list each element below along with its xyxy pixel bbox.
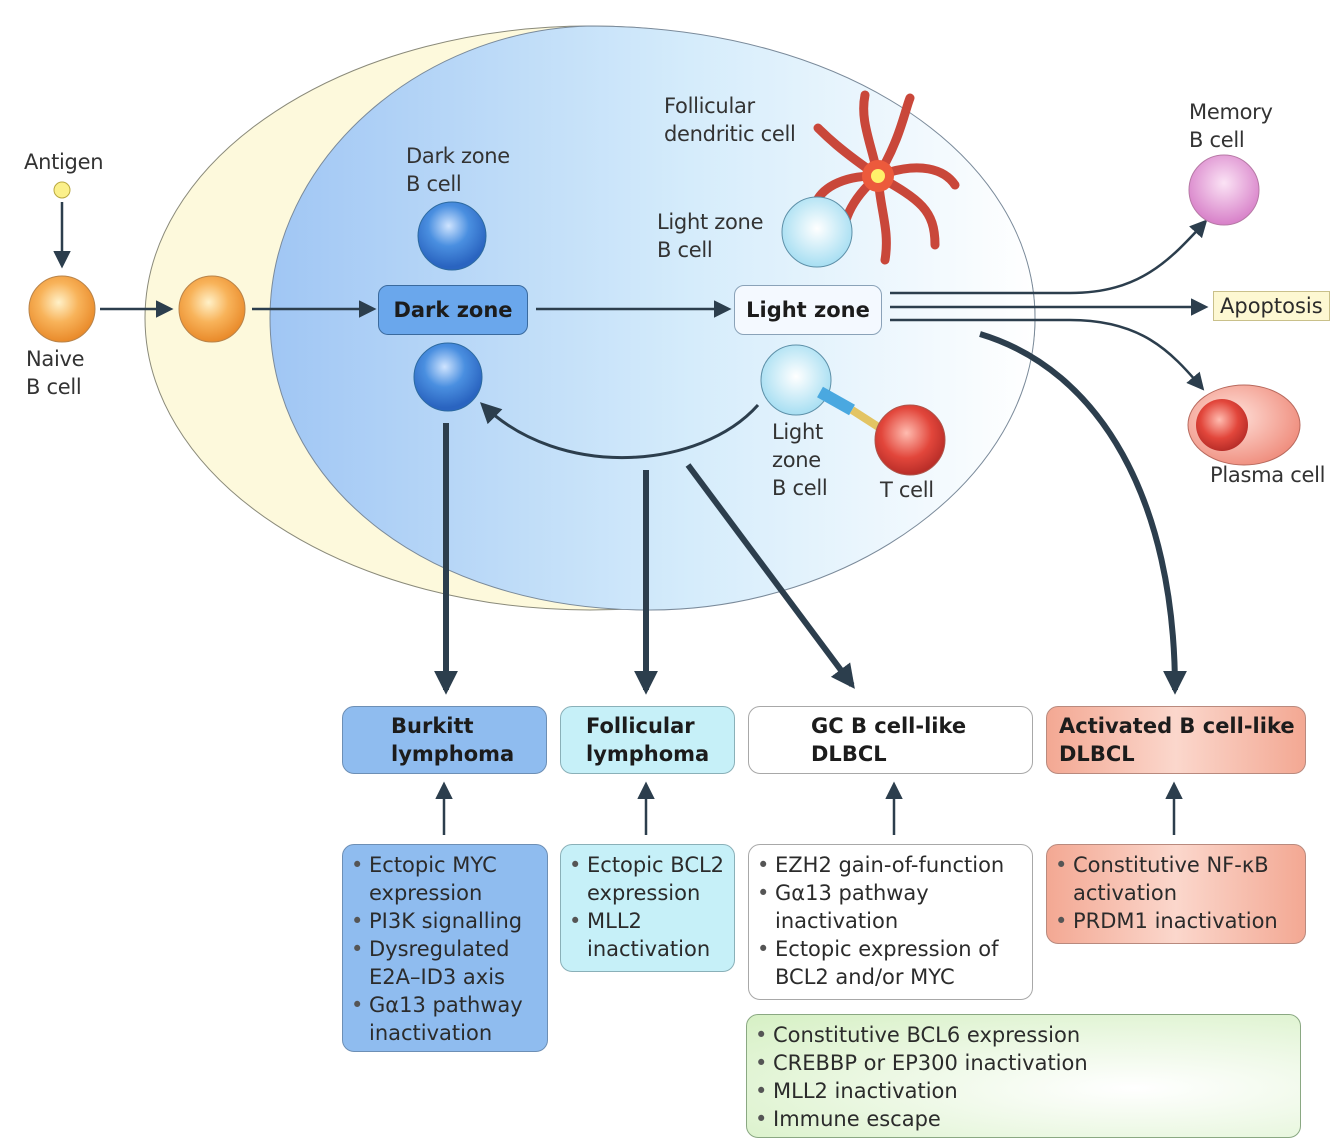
antigen-label: Antigen xyxy=(24,150,104,174)
shared-feature-item: CREBBP or EP300 inactivation xyxy=(751,1049,1296,1077)
antigen-icon xyxy=(53,181,71,199)
germinal-centre xyxy=(269,25,1036,611)
light-zone-b-cell-label: Light zone B cell xyxy=(772,420,828,500)
dark-zone-b-cell-label: Dark zone B cell xyxy=(406,144,510,196)
gcb-features-box: EZH2 gain-of-function Gα13 pathway inact… xyxy=(748,844,1033,1000)
naive-b-cell-icon xyxy=(28,275,96,343)
abc-features-box: Constitutive NF-κB activation PRDM1 inac… xyxy=(1046,844,1306,944)
feature-item: Constitutive NF-κB activation xyxy=(1051,851,1301,907)
feature-item: Gα13 pathway inactivation xyxy=(347,991,543,1047)
feature-item: Gα13 pathway inactivation xyxy=(753,879,1028,935)
follicular-features-box: Ectopic BCL2 expression MLL2 inactivatio… xyxy=(560,844,735,972)
memory-b-cell-label: Memory B cell xyxy=(1189,100,1273,152)
naive-b-cell-label: Naive B cell xyxy=(26,347,85,399)
abc-dlbcl-title: Activated B cell-like DLBCL xyxy=(1059,714,1295,766)
light-zone-b-cell-icon xyxy=(760,344,832,416)
feature-item: Ectopic MYC expression xyxy=(347,851,543,907)
shared-feature-item: Immune escape xyxy=(751,1105,1296,1133)
dark-zone-b-cell-icon xyxy=(417,201,487,271)
feature-item: PRDM1 inactivation xyxy=(1051,907,1301,935)
gcb-dlbcl-box: GC B cell-like DLBCL xyxy=(748,706,1033,774)
activated-b-cell-icon xyxy=(178,275,246,343)
apoptosis-label: Apoptosis xyxy=(1213,291,1330,321)
burkitt-features-box: Ectopic MYC expression PI3K signalling D… xyxy=(342,844,548,1052)
burkitt-lymphoma-box: Burkitt lymphoma xyxy=(342,706,547,774)
gcb-dlbcl-title: GC B cell-like DLBCL xyxy=(811,714,967,766)
feature-item: EZH2 gain-of-function xyxy=(753,851,1028,879)
dark-zone-b-cell-icon xyxy=(413,342,483,412)
follicular-lymphoma-title: Follicular lymphoma xyxy=(586,714,710,766)
plasma-cell-label: Plasma cell xyxy=(1210,463,1326,487)
follicular-dendritic-cell-label: Follicular dendritic cell xyxy=(664,94,796,146)
feature-item: MLL2 inactivation xyxy=(565,907,730,963)
light-zone-b-cell-label: Light zone B cell xyxy=(657,210,764,262)
feature-item: PI3K signalling xyxy=(347,907,543,935)
shared-features-box: Constitutive BCL6 expression CREBBP or E… xyxy=(746,1014,1301,1138)
shared-feature-item: Constitutive BCL6 expression xyxy=(751,1021,1296,1049)
light-zone-box: Light zone xyxy=(734,285,882,335)
light-zone-b-cell-icon xyxy=(781,196,853,268)
feature-item: Ectopic expression of BCL2 and/or MYC xyxy=(753,935,1028,991)
follicular-lymphoma-box: Follicular lymphoma xyxy=(560,706,735,774)
memory-b-cell-icon xyxy=(1188,154,1260,226)
dark-zone-box: Dark zone xyxy=(378,285,528,335)
t-cell-icon xyxy=(874,404,946,476)
feature-item: Ectopic BCL2 expression xyxy=(565,851,730,907)
t-cell-label: T cell xyxy=(880,478,934,502)
abc-dlbcl-box: Activated B cell-like DLBCL xyxy=(1046,706,1306,774)
burkitt-lymphoma-title: Burkitt lymphoma xyxy=(391,714,515,766)
feature-item: Dysregulated E2A–ID3 axis xyxy=(347,935,543,991)
shared-feature-item: MLL2 inactivation xyxy=(751,1077,1296,1105)
